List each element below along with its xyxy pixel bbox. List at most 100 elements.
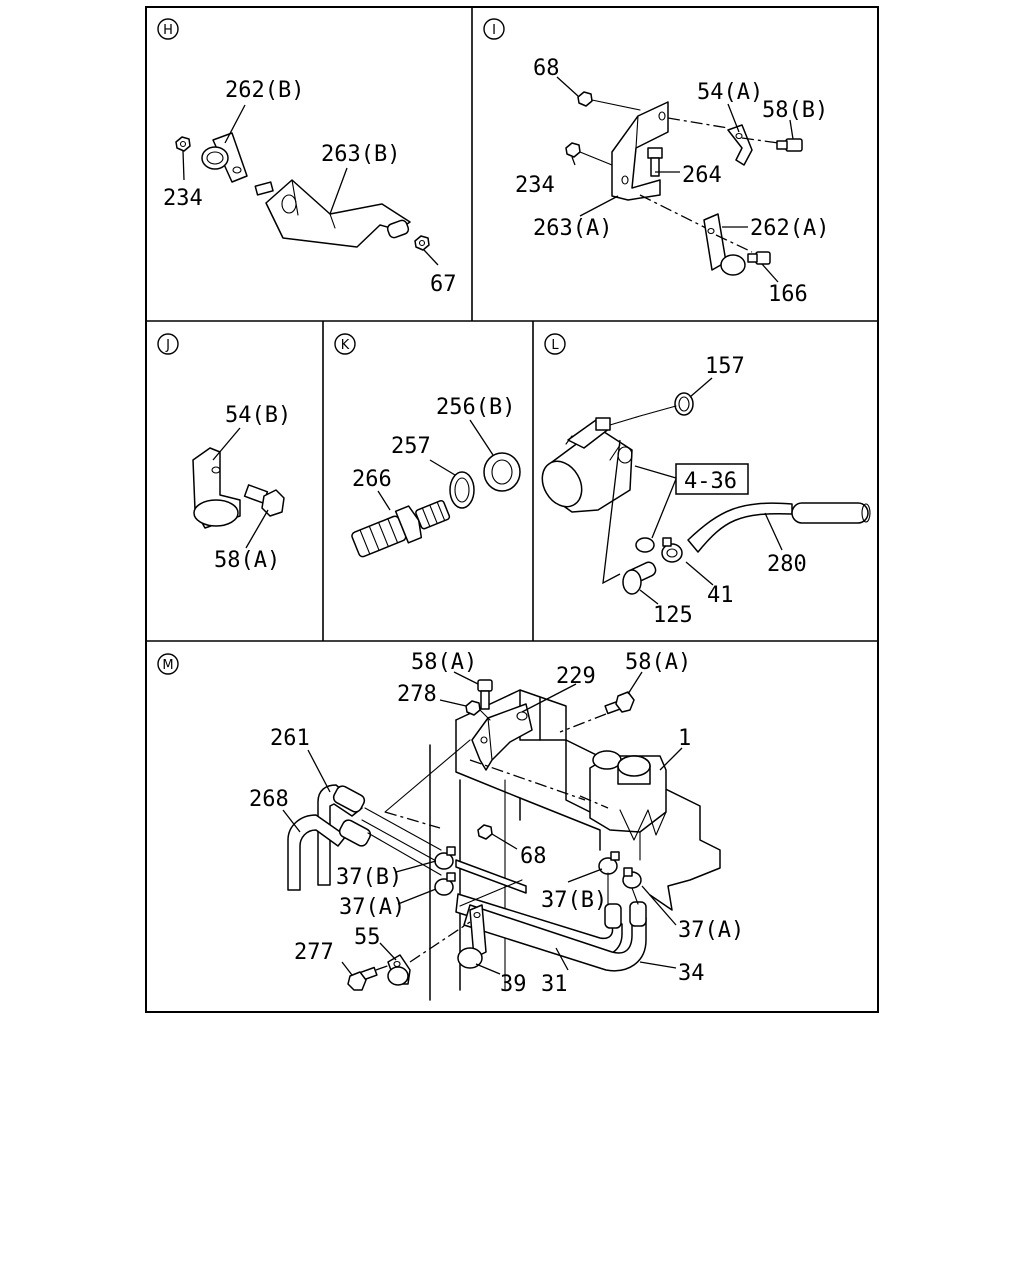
callout-280: 280 [767,552,807,577]
bracket-263b-icon [265,179,411,248]
callout-256b: 256(B) [436,395,515,420]
callout-1: 1 [678,726,691,751]
svg-text:I: I [492,23,496,38]
section-tag-h: H [157,18,179,40]
callout-125: 125 [653,603,693,628]
callout-37a-2: 37(A) [678,918,744,943]
pump-icon [541,415,641,513]
callout-277: 277 [294,940,334,965]
section-tag-m: M [157,653,179,675]
snap-ring-257-icon [449,471,475,509]
callout-234: 234 [163,186,203,211]
callout-37b-2: 37(B) [541,888,607,913]
callout-268: 268 [249,787,289,812]
nut-icon [577,91,593,107]
section-k: K 256(B) 257 266 [334,333,521,558]
pipe-31-icon [455,859,623,957]
nut-icon [565,142,581,158]
callout-261: 261 [270,726,310,751]
svg-text:L: L [551,338,559,353]
pipe-261-icon [317,784,366,886]
callout-58a-1: 58(A) [411,650,477,675]
callout-263a: 263(A) [533,216,612,241]
nut-icon [414,235,430,251]
callout-263b: 263(B) [321,142,400,167]
o-ring-157-icon [674,392,694,416]
callout-54a: 54(A) [697,80,763,105]
section-tag-j: J [157,333,179,355]
section-l: L 4-36 [541,333,871,628]
callout-4-36: 4-36 [684,469,737,494]
callout-54b: 54(B) [225,403,291,428]
nut-icon [477,824,493,840]
callout-58a: 58(A) [214,548,280,573]
bolt-icon [747,251,771,265]
callout-31: 31 [541,972,568,997]
clamp-39-icon [457,904,487,969]
bracket-263a-icon [611,101,669,201]
callout-41: 41 [707,583,734,608]
callout-67: 67 [430,272,457,297]
fitting-266-icon [351,499,451,558]
callout-262a: 262(A) [750,216,829,241]
bolt-icon [604,691,635,715]
hose-clamp-icon [622,867,642,889]
nut-icon [175,136,191,152]
callout-264: 264 [682,163,722,188]
clamp-262a-icon [703,213,746,276]
callout-55: 55 [354,925,381,950]
hose-280-icon [687,502,871,553]
callout-68: 68 [533,56,560,81]
callout-58b: 58(B) [762,98,828,123]
svg-text:M: M [162,658,173,673]
callout-257: 257 [391,434,431,459]
callout-37a-1: 37(A) [339,895,405,920]
bolt-icon [647,147,663,177]
section-m: M [157,650,744,1001]
svg-text:J: J [165,338,170,353]
hose-clamp-icon [434,872,456,896]
section-tag-i: I [483,18,505,40]
callout-234: 234 [515,173,555,198]
callout-39: 39 [500,972,527,997]
callout-58a-2: 58(A) [625,650,691,675]
callout-266: 266 [352,467,392,492]
section-i: I [483,18,829,307]
callout-229: 229 [556,664,596,689]
nut-256b-icon [483,452,521,492]
pipe-34-icon [463,872,647,972]
hose-clamp-icon [434,846,456,870]
callout-34: 34 [678,961,705,986]
clamp-55-icon [387,954,411,986]
section-tag-k: K [334,333,356,355]
bracket-229-icon [471,703,533,771]
callout-37b-1: 37(B) [336,865,402,890]
nut-icon [465,700,481,716]
callout-166: 166 [768,282,808,307]
bolt-icon [347,966,378,991]
clamp-54a-icon [727,124,753,166]
bolt-icon [776,138,803,152]
bolt-icon [254,181,274,196]
reference-box: 4-36 [675,463,749,495]
clamp-54b-icon [192,447,241,529]
reservoir-1-icon [589,750,667,861]
bolt-icon [477,679,493,710]
hose-clamp-icon [598,851,620,875]
clamp-262b-icon [201,132,248,183]
section-j: J 54(B) 58(A) [157,333,291,573]
diagram-frame [145,6,879,1013]
hose-clamp-41-icon [661,537,683,563]
pipe-268-icon [287,814,372,891]
callout-262b: 262(B) [225,78,304,103]
fitting-125-icon [622,537,657,595]
callout-278: 278 [397,682,437,707]
section-h: H [157,18,457,297]
bolt-icon [243,484,285,517]
svg-text:H: H [163,23,173,38]
callout-157: 157 [705,354,745,379]
callout-68: 68 [520,844,547,869]
section-tag-l: L [544,333,566,355]
svg-text:K: K [341,338,350,353]
